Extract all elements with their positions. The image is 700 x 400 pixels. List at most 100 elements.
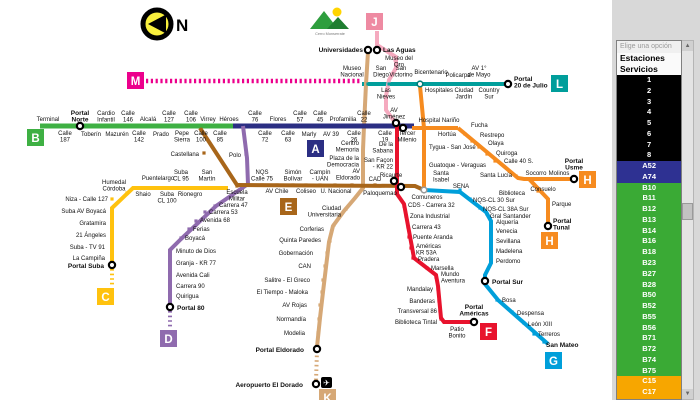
station-tick xyxy=(137,124,141,128)
station-tick xyxy=(89,124,93,128)
service-option[interactable]: B23 xyxy=(617,258,682,269)
station-label: Toberín xyxy=(81,132,101,138)
station-tick xyxy=(485,212,489,216)
line-marker-letter: B xyxy=(31,133,39,145)
station-tick xyxy=(332,223,336,227)
service-option[interactable]: 8 xyxy=(617,150,682,162)
scroll-up-button[interactable]: ▲ xyxy=(682,41,693,51)
service-option[interactable]: B10 xyxy=(617,182,682,194)
service-option[interactable]: B14 xyxy=(617,225,682,237)
station-tick xyxy=(168,261,172,265)
line-marker-letter: G xyxy=(549,356,558,368)
station-label: Mandalay xyxy=(407,287,433,293)
service-option[interactable]: B55 xyxy=(617,311,682,323)
line-marker-J xyxy=(366,13,383,30)
station-tick xyxy=(333,183,337,187)
service-option[interactable]: B11 xyxy=(617,193,682,205)
select-placeholder[interactable]: Elige una opción xyxy=(617,41,682,53)
station-tick xyxy=(244,152,248,156)
station-label: Coliseo xyxy=(296,189,317,195)
service-option[interactable]: B13 xyxy=(617,214,682,226)
station-tick xyxy=(476,82,480,86)
service-option[interactable]: 4 xyxy=(617,107,682,119)
station-tick xyxy=(422,174,426,178)
station-label: Terminal xyxy=(37,117,60,123)
station-label: Quirigua xyxy=(176,294,199,300)
station-tick xyxy=(544,177,548,181)
station-label: AV 1°de Mayo xyxy=(467,66,491,78)
station-tick xyxy=(318,303,322,307)
line-marker-B xyxy=(27,129,44,146)
service-option[interactable]: A74 xyxy=(617,171,682,183)
station-label: Terreros xyxy=(538,332,560,338)
service-option[interactable] xyxy=(617,397,682,399)
service-option[interactable]: 3 xyxy=(617,96,682,108)
service-option[interactable]: B74 xyxy=(617,354,682,366)
station-tick xyxy=(180,124,184,128)
station-tick xyxy=(462,82,466,86)
service-option[interactable]: B50 xyxy=(617,290,682,302)
station-label: Profamilia xyxy=(330,117,357,123)
group-label-servicios: Servicios xyxy=(617,64,682,75)
scrollbar[interactable]: ▲ ▼ xyxy=(682,40,694,400)
service-option[interactable]: B18 xyxy=(617,247,682,259)
station-label: NQS-CL 38A Sur xyxy=(483,207,528,213)
service-option[interactable]: B71 xyxy=(617,333,682,345)
station-tick xyxy=(493,159,497,163)
station-tick xyxy=(438,309,442,313)
station-tick xyxy=(202,151,206,155)
service-option[interactable]: 5 xyxy=(617,118,682,129)
station-label: Guatoque - Veraguas xyxy=(429,163,486,169)
line-marker-letter: M xyxy=(131,76,141,88)
service-option[interactable]: 1 xyxy=(617,75,682,86)
service-option[interactable]: C17 xyxy=(617,387,682,398)
station-label: Bosa xyxy=(502,298,516,304)
service-option[interactable]: C15 xyxy=(617,376,682,388)
station-label: Calle 40 S. xyxy=(504,159,534,165)
line-marker-A xyxy=(307,140,324,157)
line-marker-letter: E xyxy=(285,202,293,214)
station-label: Portal Sur xyxy=(492,279,524,286)
service-option[interactable]: B27 xyxy=(617,268,682,280)
station-label: SENA xyxy=(453,184,469,190)
service-option[interactable]: B52 xyxy=(617,301,682,312)
service-option[interactable]: B16 xyxy=(617,236,682,248)
service-option[interactable]: B75 xyxy=(617,365,682,377)
station-label: Despensa xyxy=(517,311,545,317)
service-option[interactable]: B72 xyxy=(617,344,682,355)
line-marker-F xyxy=(480,323,497,340)
station-label: Marly xyxy=(302,132,317,138)
service-option[interactable]: 6 xyxy=(617,128,682,140)
service-option[interactable]: 2 xyxy=(617,85,682,97)
station-tick xyxy=(437,82,441,86)
station-tick xyxy=(395,146,399,150)
station-tick xyxy=(179,236,183,240)
service-option[interactable]: 7 xyxy=(617,139,682,151)
scrollbar-thumb[interactable] xyxy=(682,203,693,220)
station-label: Suba - TV 91 xyxy=(70,245,106,251)
station-label: Shaio xyxy=(135,192,151,198)
service-option[interactable]: B56 xyxy=(617,322,682,334)
service-option[interactable]: B12 xyxy=(617,204,682,215)
service-option[interactable]: B28 xyxy=(617,279,682,291)
airport-icon: ✈ xyxy=(321,377,332,388)
station-label: Niza - Calle 127 xyxy=(65,197,108,203)
scroll-down-button[interactable]: ▼ xyxy=(682,389,693,399)
station-tick xyxy=(320,290,324,294)
station-label: Tygua - San José xyxy=(429,145,476,151)
junction-marker xyxy=(420,186,428,194)
service-option[interactable]: A52 xyxy=(617,161,682,172)
station-label: Carrera 53 xyxy=(209,210,238,216)
station-tick xyxy=(434,275,438,279)
